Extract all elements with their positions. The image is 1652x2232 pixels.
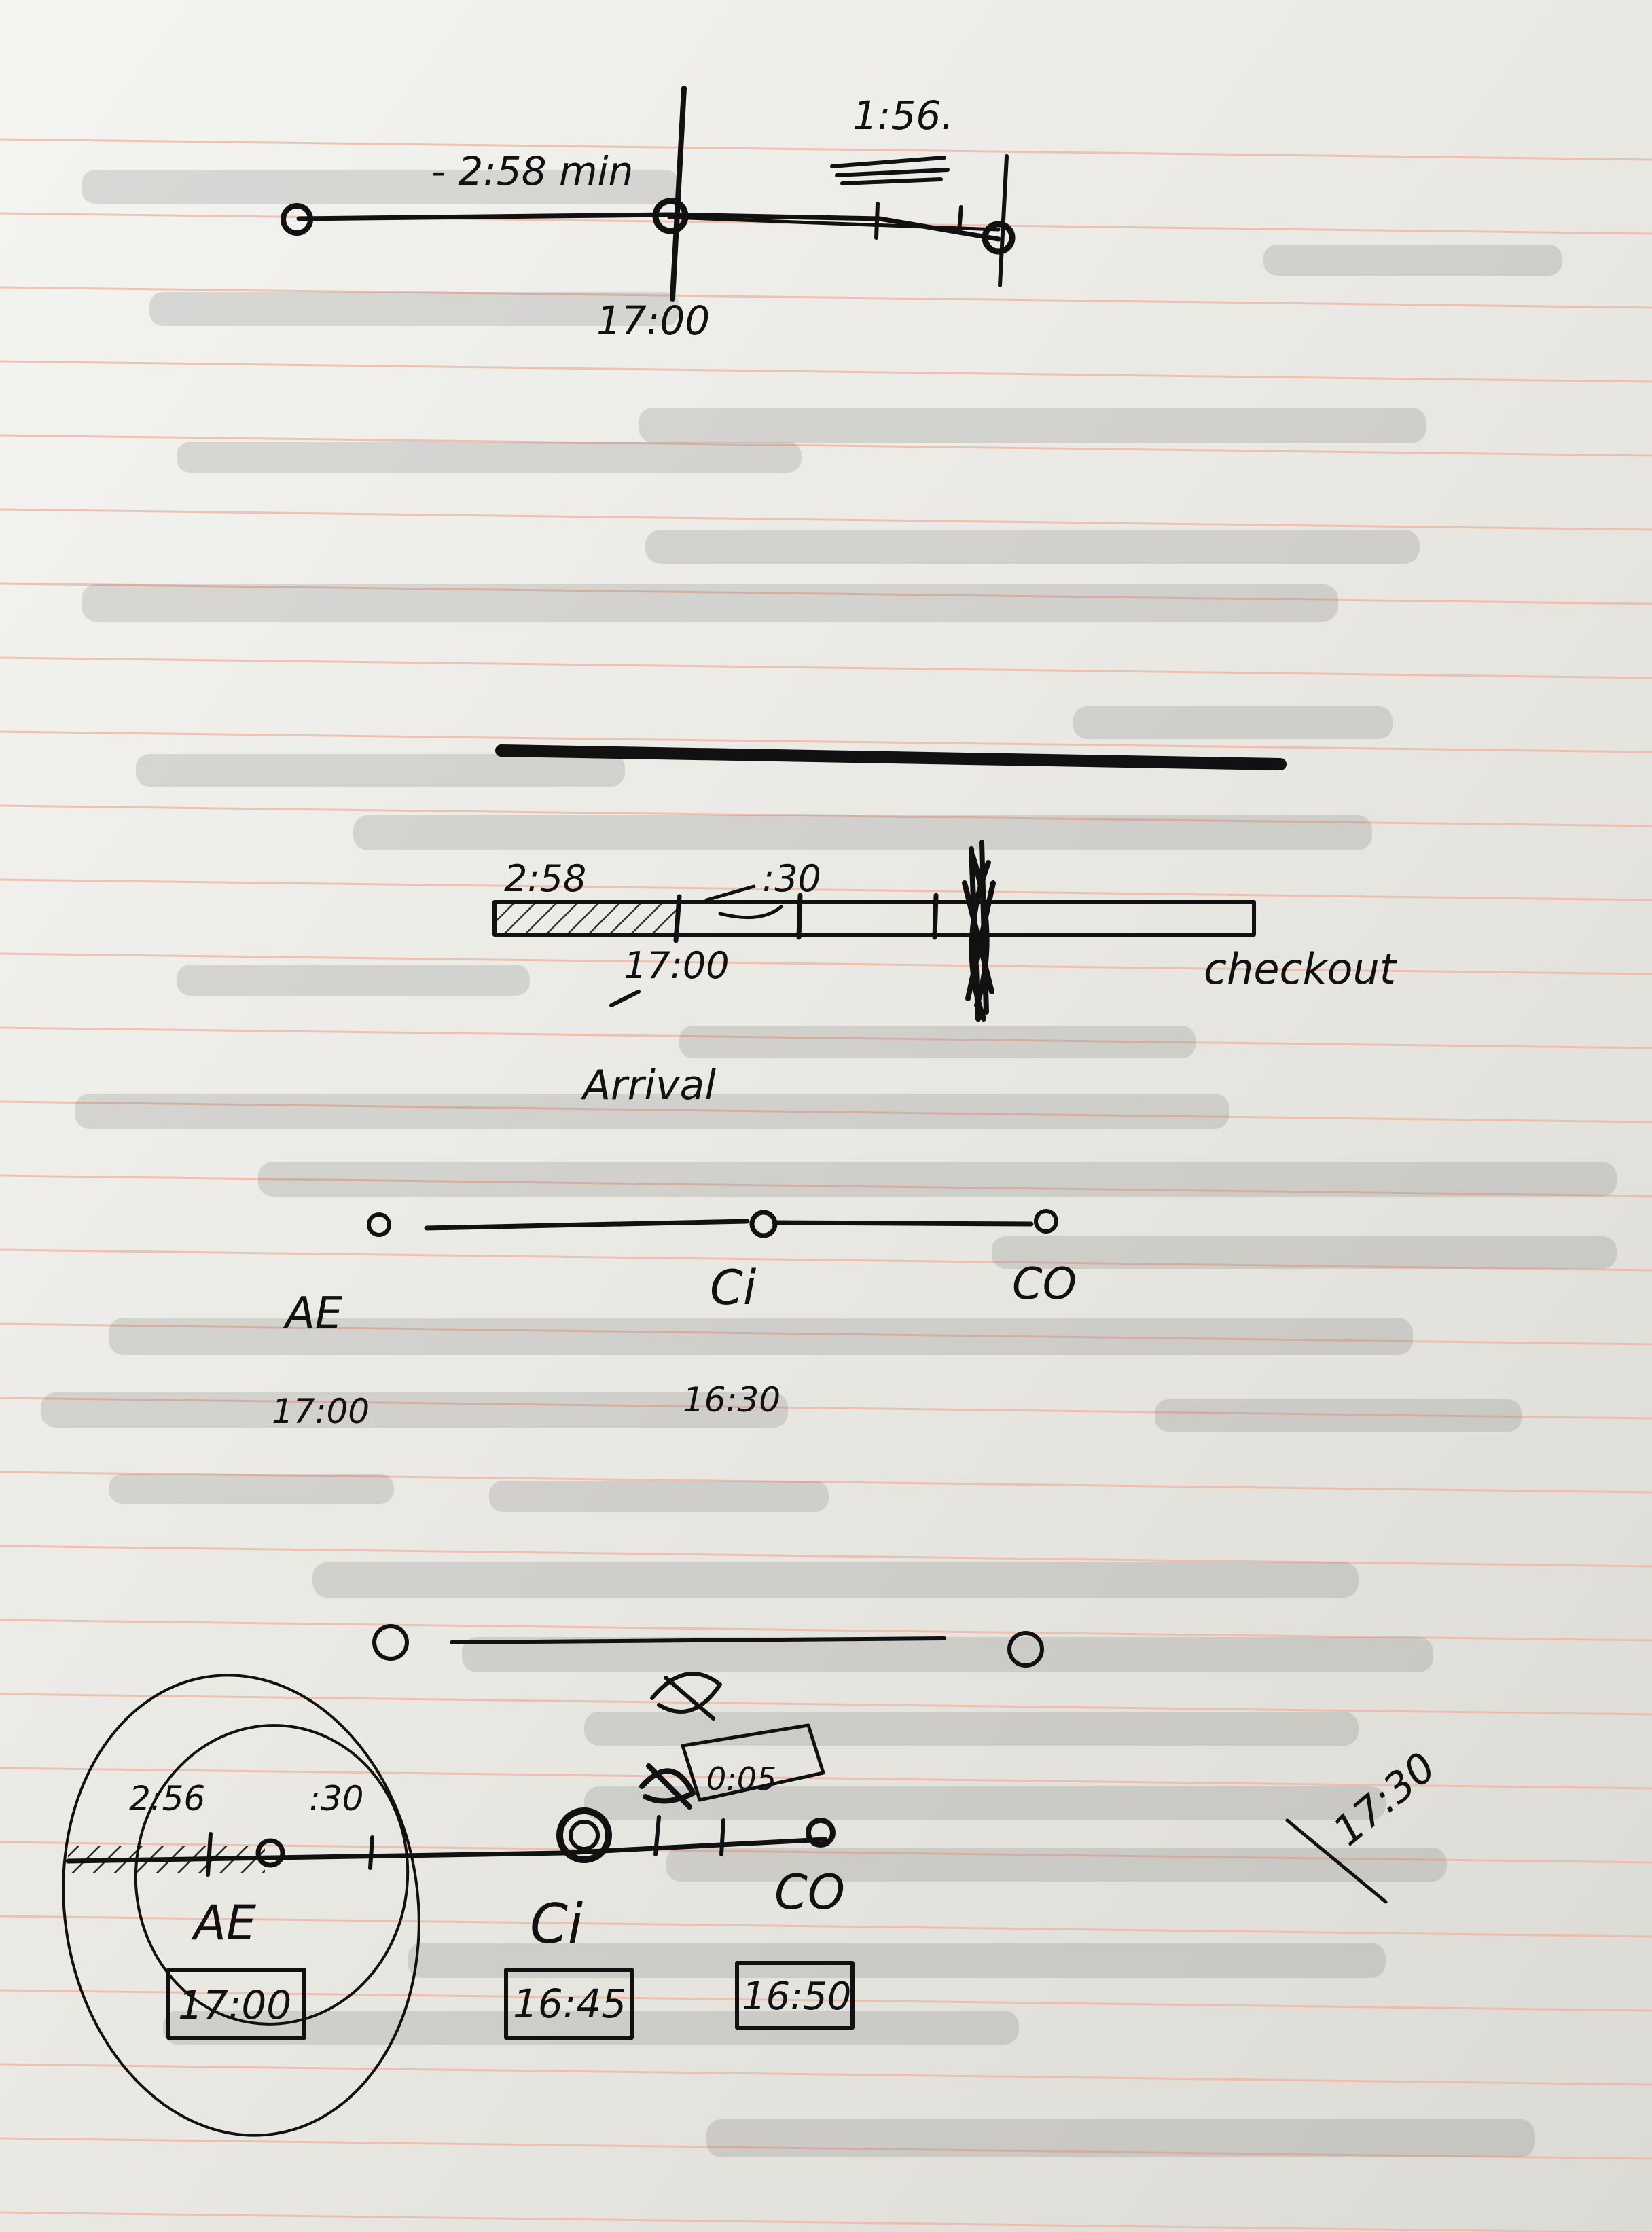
rule-line	[0, 434, 1652, 457]
rule-line	[0, 1471, 1652, 1494]
sketch-timeline-2: 2:58 :30 17:00 Arrival checkout	[492, 840, 1398, 1109]
rule-line	[0, 1322, 1652, 1346]
rule-line	[0, 2211, 1652, 2232]
bleed-through-writing	[41, 170, 1617, 2157]
sketch1-time-label: 17:00	[596, 298, 710, 344]
rule-line	[0, 656, 1652, 679]
sketch2-left-label: 2:58	[504, 857, 586, 900]
sketch-timeline-1: - 2:58 min 1:56. 17:00	[281, 86, 1016, 344]
sketch5-ae-label: AE	[191, 1895, 257, 1951]
rule-line	[0, 1248, 1652, 1272]
sketch5-ci-time: 16:45	[513, 1981, 626, 2027]
sketch5-left-label: 2:56	[129, 1779, 205, 1818]
sketch5-mid-label: :30	[309, 1779, 363, 1818]
rule-line	[0, 1693, 1652, 1716]
sketch3-ae-time: 17:00	[272, 1392, 370, 1431]
sketch3-ci-label: Ci	[710, 1260, 757, 1316]
sketch5-co-time: 16:50	[742, 1975, 851, 2019]
sketch-timeline-3: AE Ci CO 17:00 16:30	[272, 1209, 1077, 1431]
co-time-box	[735, 1961, 855, 2030]
sketch2-arrival-label: Arrival	[580, 1062, 716, 1109]
rule-line	[0, 1100, 1652, 1123]
ruled-lines	[0, 138, 1652, 2232]
rule-line	[0, 2063, 1652, 2086]
rule-line	[0, 286, 1652, 309]
rule-line	[0, 878, 1652, 901]
sketch5-co-label: CO	[774, 1865, 845, 1920]
rule-line	[0, 804, 1652, 827]
rule-line	[0, 360, 1652, 383]
rule-line	[0, 1767, 1652, 1790]
sketch-timeline-4	[372, 1624, 1044, 1721]
sketch2-checkout-label: checkout	[1204, 944, 1398, 994]
sketch3-ae-label: AE	[283, 1289, 343, 1339]
ci-time-box	[504, 1968, 634, 2040]
rule-line	[0, 1397, 1652, 1420]
rule-line	[0, 1841, 1652, 1864]
rule-line	[0, 138, 1652, 161]
rule-line	[0, 1026, 1652, 1049]
sketch2-mid-label: :30	[762, 857, 821, 900]
rule-line	[0, 952, 1652, 975]
sketch5-box-label: 0:05	[706, 1761, 776, 1797]
thick-bar	[495, 744, 1287, 770]
rule-line	[0, 1174, 1652, 1198]
sketch1-right-top-label: 1:56.	[852, 92, 954, 139]
sketch3-co-label: CO	[1012, 1259, 1077, 1310]
rule-line	[0, 730, 1652, 753]
sketch5-ae-time: 17:00	[178, 1982, 291, 2028]
sketch5-ci-label: Ci	[530, 1892, 583, 1956]
sketch3-ci-time: 16:30	[683, 1380, 780, 1420]
rule-line	[0, 1989, 1652, 2012]
rule-line	[0, 508, 1652, 531]
rule-line	[0, 1915, 1652, 1938]
ae-time-box	[166, 1968, 306, 2040]
rule-line	[0, 1619, 1652, 1642]
rule-line	[0, 582, 1652, 605]
rule-line	[0, 1545, 1652, 1568]
sketch2-time-label: 17:00	[624, 944, 730, 987]
rule-line	[0, 2137, 1652, 2160]
sketch1-duration-label: - 2:58 min	[431, 148, 633, 194]
